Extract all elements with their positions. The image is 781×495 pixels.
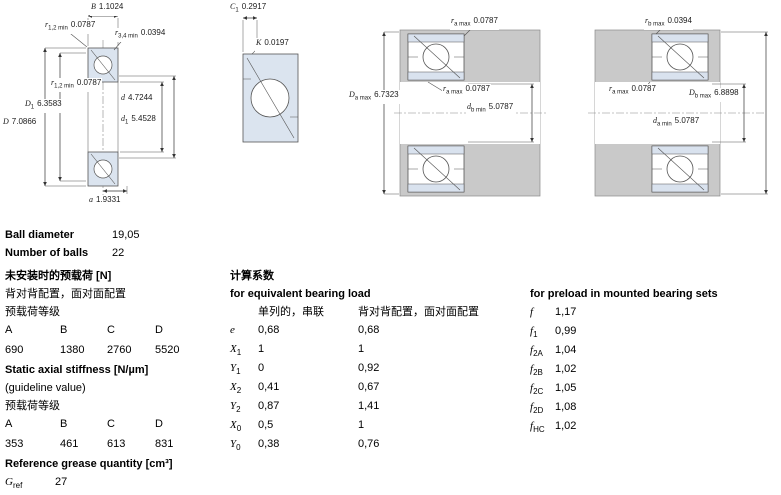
factor-sym: X2 [230, 381, 242, 396]
factor-value: 0,41 [258, 381, 280, 393]
class-header: C [107, 418, 115, 430]
class-header: D [155, 418, 163, 430]
ball-diameter-value: 19,05 [112, 229, 140, 241]
drawing-mounting-abutment-2 [588, 25, 768, 197]
preload-subtitle: 背对背配置，面对面配置 [5, 288, 126, 300]
preload-value: 690 [5, 344, 24, 356]
factor-value: 1,41 [358, 400, 380, 412]
class-header: B [60, 418, 68, 430]
preload-factor-value: 1,02 [555, 363, 577, 375]
preload-value: 5520 [155, 344, 180, 356]
factor-value: 0 [258, 362, 265, 374]
drawing-section-detail [242, 16, 299, 143]
factors-title: 计算系数 [230, 270, 274, 282]
stiffness-value: 461 [60, 438, 79, 450]
preload-factor-value: 1,17 [555, 306, 577, 318]
factor-value: 1 [258, 343, 265, 355]
preload-value: 1380 [60, 344, 85, 356]
preload-factor-sym: f2A [530, 344, 543, 359]
preload-factor-sym: f [530, 306, 534, 318]
drawing-bearing-section [43, 14, 176, 202]
class-header: A [5, 418, 13, 430]
grease-symbol: Gref [5, 476, 23, 491]
ball-diameter-label: Ball diameter [5, 229, 75, 241]
preload-factors-title: for preload in mounted bearing sets [530, 288, 718, 300]
preload-title: 未安装时的预载荷 [N] [5, 270, 112, 282]
factor-sym: X0 [230, 419, 242, 434]
number-of-balls-value: 22 [112, 247, 125, 259]
preload-factor-value: 1,08 [555, 401, 577, 413]
factors-col2-header: 背对背配置，面对面配置 [358, 306, 479, 318]
factor-value: 0,67 [358, 381, 380, 393]
preload-factor-value: 1,02 [555, 420, 577, 432]
preload-factor-sym: f2D [530, 401, 544, 416]
stiffness-value: 831 [155, 438, 174, 450]
factor-value: 1 [358, 419, 365, 431]
stiffness-subtitle: (guideline value) [5, 382, 86, 394]
stiffness-value: 613 [107, 438, 126, 450]
factor-value: 1 [358, 343, 365, 355]
factor-sym: Y1 [230, 362, 241, 377]
stiffness-title: Static axial stiffness [N/µm] [5, 364, 149, 376]
factor-sym: e [230, 324, 235, 336]
class-header: D [155, 324, 163, 336]
stiffness-value: 353 [5, 438, 24, 450]
grease-title: Reference grease quantity [cm³] [5, 458, 173, 470]
factor-value: 0,5 [258, 419, 274, 431]
preload-factor-sym: f2C [530, 382, 544, 397]
factor-value: 0,68 [358, 324, 380, 336]
factor-sym: Y0 [230, 438, 241, 453]
factor-value: 0,76 [358, 438, 380, 450]
preload-factor-value: 1,05 [555, 382, 577, 394]
factor-sym: X1 [230, 343, 242, 358]
factor-value: 0,92 [358, 362, 380, 374]
class-header: C [107, 324, 115, 336]
preload-factor-sym: f1 [530, 325, 538, 340]
preload-value: 2760 [107, 344, 132, 356]
preload-factor-sym: fHC [530, 420, 545, 435]
preload-factor-sym: f2B [530, 363, 543, 378]
preload-factor-value: 0,99 [555, 325, 577, 337]
grease-value: 27 [55, 476, 68, 488]
factors-subtitle: for equivalent bearing load [230, 288, 371, 300]
stiffness-class-label: 预载荷等级 [5, 400, 60, 412]
factor-value: 0,38 [258, 438, 280, 450]
class-header: A [5, 324, 13, 336]
preload-class-label: 预载荷等级 [5, 306, 60, 318]
technical-drawings [43, 14, 768, 202]
factors-col1-header: 单列的，串联 [258, 306, 324, 318]
preload-factor-value: 1,04 [555, 344, 577, 356]
number-of-balls-label: Number of balls [5, 247, 89, 259]
class-header: B [60, 324, 68, 336]
factor-value: 0,68 [258, 324, 280, 336]
factor-sym: Y2 [230, 400, 241, 415]
factor-value: 0,87 [258, 400, 280, 412]
